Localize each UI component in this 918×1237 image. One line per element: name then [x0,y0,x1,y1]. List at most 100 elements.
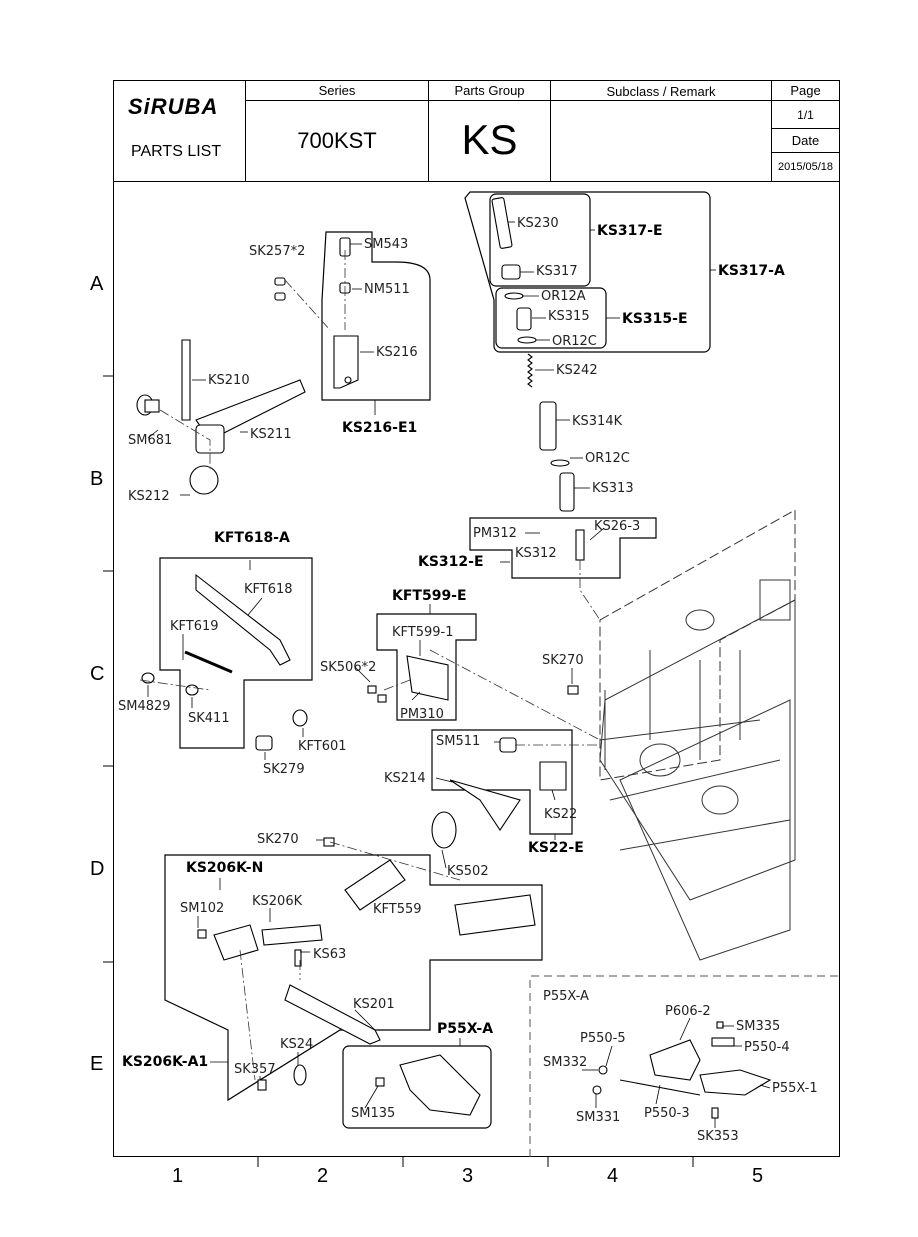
part-label-ks242: KS242 [556,363,598,378]
part-label-sk270-2: SK270 [257,832,299,847]
part-label-ks210: KS210 [208,373,250,388]
page-label-cell [771,80,840,101]
part-label-kft601: KFT601 [298,739,347,754]
group-label-cell [428,80,551,101]
doc-title: PARTS LIST [131,143,222,160]
part-label-ks312: KS312 [515,546,557,561]
part-label-kft618: KFT618 [244,582,293,597]
date-label: Date [791,133,820,148]
part-label-ks22-e: KS22-E [528,840,584,856]
part-label-kft618-a: KFT618-A [214,530,290,546]
part-label-ks317-a: KS317-A [718,263,785,279]
group-label: Parts Group [454,83,525,98]
part-label-p550-3: P550-3 [644,1106,690,1121]
part-sketches [136,197,772,1119]
row-label-c: C [90,663,104,685]
part-label-ks317-e: KS317-E [597,223,663,239]
col-label-3: 3 [462,1165,473,1187]
group-value-cell [428,100,551,182]
part-label-ks24: KS24 [280,1037,313,1052]
part-label-sm332: SM332 [543,1055,587,1070]
brand-logo: SiRUBA [128,94,219,119]
part-label-sm102: SM102 [180,901,224,916]
date-label-cell [771,128,840,153]
brand-cell [113,80,246,182]
part-labels: KS230 KS317-E KS317 KS317-A OR12A KS315 … [118,216,818,1144]
row-label-e: E [90,1053,103,1075]
part-label-pm310: PM310 [400,707,444,722]
group-outlines [159,191,711,1129]
remark-label-cell [550,80,772,101]
part-label-ks201: KS201 [353,997,395,1012]
part-label-kft619: KFT619 [170,619,219,634]
part-label-p55x-1: P55X-1 [772,1081,818,1096]
part-label-or12c-2: OR12C [585,451,630,466]
part-label-ks206k-n: KS206K-N [186,860,263,876]
date-value-cell [771,152,840,182]
part-label-ks206k: KS206K [252,894,303,909]
part-label-kft599-e: KFT599-E [392,588,467,604]
part-label-ks216: KS216 [376,345,418,360]
part-label-p550-5: P550-5 [580,1031,626,1046]
leader-lines [147,221,771,1128]
page-label: Page [790,83,821,98]
part-label-ks315: KS315 [548,309,590,324]
part-label-sm135: SM135 [351,1106,395,1121]
part-label-sk257x2: SK257*2 [249,244,305,259]
date-value: 2015/05/18 [777,161,834,173]
col-label-5: 5 [752,1165,763,1187]
part-label-ks502: KS502 [447,864,489,879]
part-label-ks26-3: KS26-3 [594,519,640,534]
part-label-p55x-a: P55X-A [437,1021,493,1037]
group-value: KS [461,116,518,163]
part-label-sk270: SK270 [542,653,584,668]
part-label-sk353: SK353 [697,1129,739,1144]
part-label-sm335: SM335 [736,1019,780,1034]
row-grid [103,375,694,1167]
part-label-ks216-e1: KS216-E1 [342,420,417,436]
row-label-b: B [90,468,103,490]
series-value-cell [245,100,429,182]
drawing-frame [113,80,840,1157]
col-label-4: 4 [607,1165,618,1187]
page-value: 1/1 [797,108,814,122]
part-label-ks312-e: KS312-E [418,554,484,570]
part-label-ks315-e: KS315-E [622,311,688,327]
part-label-p550-4: P550-4 [744,1040,790,1055]
part-label-sm681: SM681 [128,433,172,448]
part-label-sm511: SM511 [436,734,480,749]
assembly-lines [139,250,601,1081]
part-label-pm312: PM312 [473,526,517,541]
row-label-a: A [90,273,104,295]
part-label-nm511: NM511 [364,282,410,297]
part-label-p606-2: P606-2 [665,1004,711,1019]
part-label-sm331: SM331 [576,1110,620,1125]
page-value-cell [771,100,840,129]
part-label-ks313: KS313 [592,481,634,496]
part-label-ks230: KS230 [517,216,559,231]
machine-body-sketch [599,509,796,961]
part-label-ks206k-a1: KS206K-A1 [122,1054,208,1070]
series-label-cell [245,80,429,101]
part-label-sk357: SK357 [234,1062,276,1077]
part-label-sk279: SK279 [263,762,305,777]
part-label-ks317: KS317 [536,264,578,279]
part-label-ks211: KS211 [250,427,292,442]
part-label-sk411: SK411 [188,711,230,726]
col-label-1: 1 [172,1165,183,1187]
part-label-ks314k: KS314K [572,414,623,429]
part-label-kft559: KFT559 [373,902,422,917]
part-label-sm543: SM543 [364,237,408,252]
remark-value-cell [550,100,772,182]
part-label-sk506x2: SK506*2 [320,660,376,675]
part-label-kft599-1: KFT599-1 [392,625,454,640]
part-label-or12a: OR12A [541,289,586,304]
part-label-sm4829: SM4829 [118,699,171,714]
part-label-ks212: KS212 [128,489,170,504]
part-label-ks63: KS63 [313,947,346,962]
part-label-ks22: KS22 [544,807,577,822]
col-label-2: 2 [317,1165,328,1187]
part-label-p55x-a-panel: P55X-A [543,989,589,1004]
part-label-or12c: OR12C [552,334,597,349]
